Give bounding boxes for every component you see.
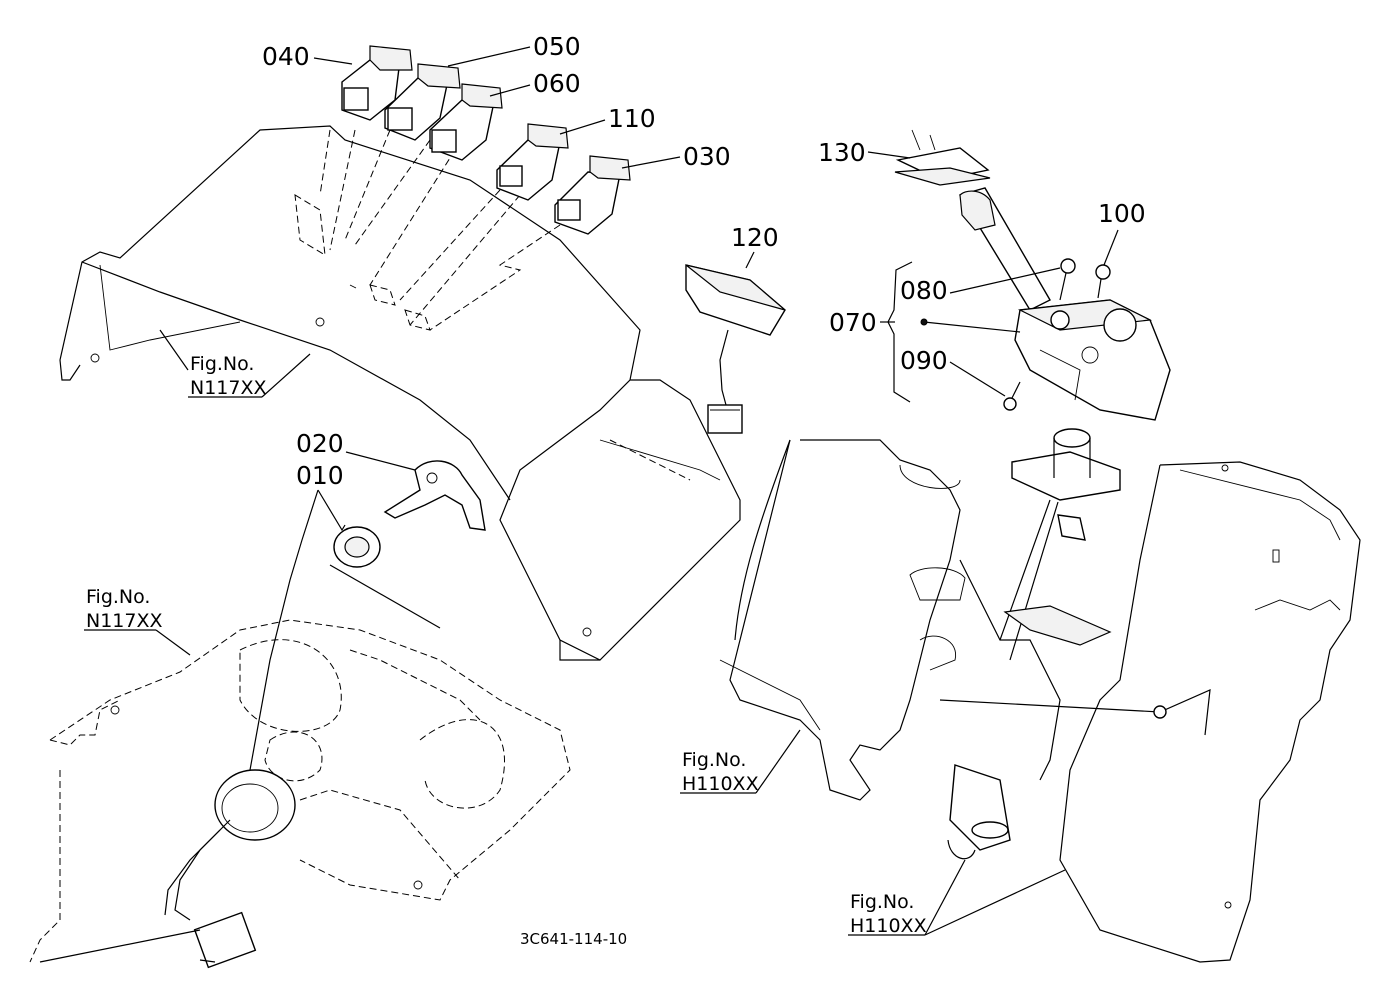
combination-switch-070 <box>1014 299 1171 421</box>
screw-080 <box>1059 258 1076 301</box>
turn-signal-lever-130 <box>894 129 1051 311</box>
switch-110 <box>496 123 569 201</box>
callout-070: 070 <box>829 308 877 337</box>
fig-ref-3-label: Fig.No. <box>682 749 746 771</box>
callout-080: 080 <box>900 276 948 305</box>
screw-090 <box>1003 381 1021 411</box>
fig-ref-2-label: Fig.No. <box>86 586 150 608</box>
column-cover-right <box>1059 461 1361 963</box>
screw-100 <box>1095 264 1111 299</box>
callout-100: 100 <box>1098 199 1146 228</box>
callout-120: 120 <box>731 223 779 252</box>
callout-060: 060 <box>533 69 581 98</box>
callout-labels: 040 050 060 110 030 120 130 100 080 070 … <box>262 32 1146 490</box>
dash-cover-panel <box>59 125 741 661</box>
steering-column <box>939 428 1211 860</box>
callout-110: 110 <box>608 104 656 133</box>
leader-lines <box>84 46 1119 936</box>
lower-dash-panel <box>29 619 571 969</box>
column-cover-left <box>719 439 966 801</box>
callout-010: 010 <box>296 461 344 490</box>
key-020 <box>383 460 486 531</box>
callout-020: 020 <box>296 429 344 458</box>
fig-ref-4-number: H110XX <box>850 915 927 937</box>
part-120-display <box>685 264 786 434</box>
fig-ref-2-number: N117XX <box>86 610 163 632</box>
callout-030: 030 <box>683 142 731 171</box>
fig-ref-1-label: Fig.No. <box>190 353 254 375</box>
fig-ref-1-number: N117XX <box>190 377 267 399</box>
callout-040: 040 <box>262 42 310 71</box>
switch-030 <box>554 155 631 235</box>
fig-ref-3-number: H110XX <box>682 773 759 795</box>
switch-040 <box>341 45 413 121</box>
callout-130: 130 <box>818 138 866 167</box>
figure-references: Fig.No. N117XX Fig.No. N117XX Fig.No. H1… <box>86 353 927 937</box>
switch-050 <box>384 63 461 141</box>
switch-060 <box>429 83 503 161</box>
fig-ref-4-label: Fig.No. <box>850 891 914 913</box>
bezel-010 <box>333 526 381 568</box>
callout-050: 050 <box>533 32 581 61</box>
drawing-code: 3C641-114-10 <box>520 930 627 948</box>
callout-090: 090 <box>900 346 948 375</box>
